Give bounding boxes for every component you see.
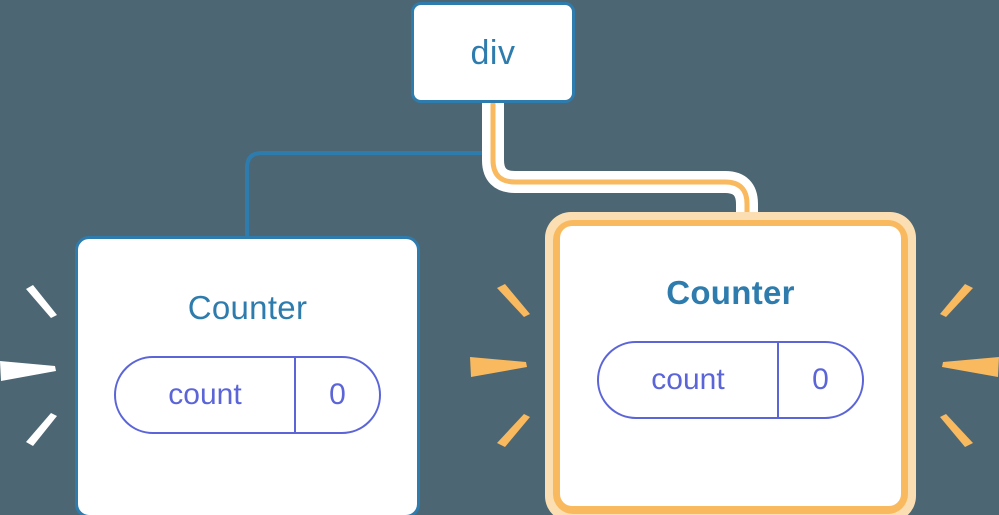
node-counter-right-label: Counter xyxy=(666,274,795,311)
sparkle-ray xyxy=(497,284,530,317)
node-div-label: div xyxy=(470,33,516,72)
sparkle-group-left-outer xyxy=(0,285,57,446)
state-pill-left-key: count xyxy=(116,358,296,432)
state-pill-right: count 0 xyxy=(597,341,864,419)
node-counter-left-label: Counter xyxy=(187,289,308,326)
state-pill-left: count 0 xyxy=(114,356,381,434)
node-counter-right[interactable]: Counter count 0 xyxy=(560,226,901,506)
node-counter-left[interactable]: Counter count 0 xyxy=(75,236,420,515)
sparkle-group-left-inner xyxy=(470,284,530,447)
edge-root-to-counter-left xyxy=(245,101,495,238)
state-pill-right-value: 0 xyxy=(812,363,829,396)
sparkle-group-right-outer xyxy=(940,284,999,447)
state-pill-left-value: 0 xyxy=(329,378,346,411)
sparkle-ray xyxy=(26,285,57,318)
sparkle-ray xyxy=(470,357,527,377)
sparkle-ray xyxy=(26,413,57,446)
node-div[interactable]: div xyxy=(411,2,575,103)
sparkle-ray xyxy=(942,357,999,377)
state-pill-right-key: count xyxy=(599,343,779,417)
sparkle-ray xyxy=(940,284,973,317)
sparkle-ray xyxy=(0,361,56,381)
sparkle-ray xyxy=(497,414,530,447)
sparkle-ray xyxy=(940,414,973,447)
